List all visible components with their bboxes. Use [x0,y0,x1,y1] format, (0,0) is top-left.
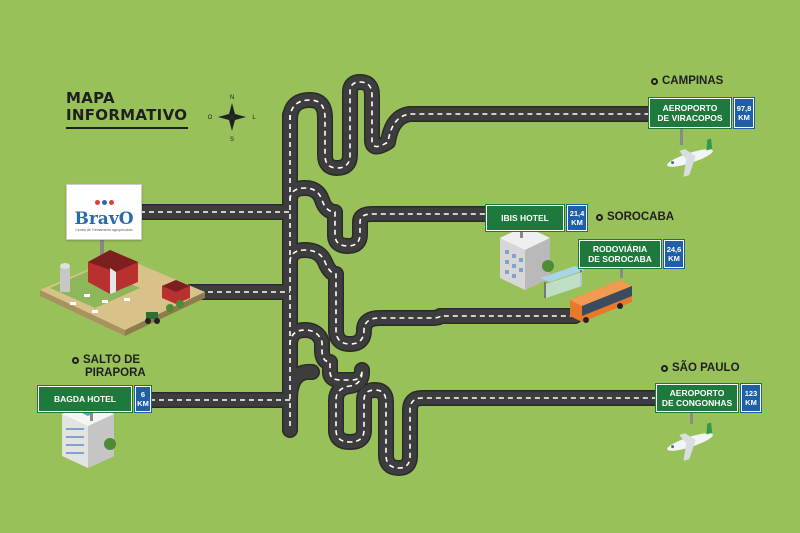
sign-posts [90,125,693,424]
compass-o: O [208,115,213,121]
sign-rodoviaria-sorocaba: RODOVIÁRIA DE SOROCABA [579,240,661,268]
airplane-icon-congonhas [667,422,713,461]
compass-n: N [230,95,234,101]
logo-post [100,238,104,256]
location-dot-icon [651,78,658,85]
city-label-campinas: CAMPINAS [651,75,723,88]
city-label-sao-paulo: SÃO PAULO [661,362,740,375]
airplane-icon-viracopos [667,138,713,177]
logo-tagline: Centro de Treinamento agropecuário [75,228,133,232]
bus-icon [570,280,632,323]
sign-ibis-hotel: IBIS HOTEL [486,205,564,231]
sign-bagda-hotel: BAGDA HOTEL [38,386,132,412]
road-center-lines [140,81,655,469]
ibis-hotel-building-icon [500,226,554,290]
city-label-sorocaba: SOROCABA [596,211,674,224]
compass-icon: N S O L [208,95,257,143]
compass-l: L [252,115,256,121]
km-badge-viracopos: 97,8 KM [734,98,754,128]
km-badge-bagda: 6 KM [135,386,151,412]
bagda-hotel-building-icon [62,402,116,468]
bravo-logo-billboard: BravO Centro de Treinamento agropecuário [66,184,142,240]
logo-dots [94,192,115,210]
bus-stop-icon [540,266,585,298]
sign-aeroporto-congonhas: AEROPORTO DE CONGONHAS [656,384,738,412]
location-dot-icon [661,365,668,372]
logo-brand: BravO [74,209,134,229]
map-title: MAPA INFORMATIVO [66,90,187,124]
sign-aeroporto-viracopos: AEROPORTO DE VIRACOPOS [649,98,731,128]
location-dot-icon [596,214,603,221]
farm-icon [40,250,205,336]
title-underline [66,127,188,129]
km-badge-congonhas: 123 KM [741,384,761,412]
km-badge-rodoviaria: 24,6 KM [664,240,684,268]
location-dot-icon [72,357,79,364]
compass-s: S [230,137,234,143]
km-badge-ibis: 21,4 KM [567,205,587,231]
map-title-line2: INFORMATIVO [66,106,188,124]
map-title-line1: MAPA [66,89,115,107]
